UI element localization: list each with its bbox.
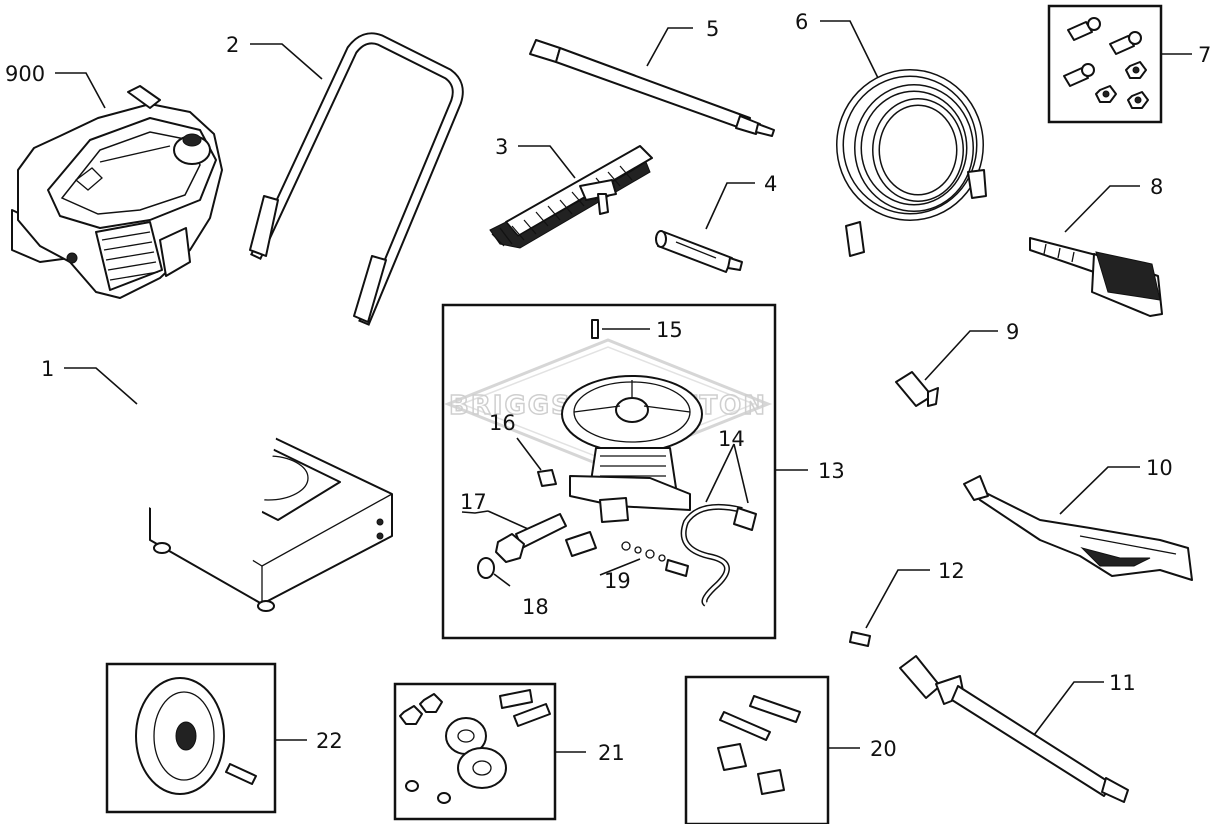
callout-3: 3 xyxy=(495,135,508,159)
callout-labels: 900 1 2 3 4 5 6 7 8 9 10 11 12 13 14 15 … xyxy=(5,10,1211,765)
nozzle-part-12 xyxy=(849,631,871,647)
callout-20: 20 xyxy=(870,737,897,761)
hose-part-14 xyxy=(680,503,757,607)
leader-lines xyxy=(55,20,1192,753)
callout-1: 1 xyxy=(41,357,54,381)
callout-14: 14 xyxy=(718,427,745,451)
callout-13: 13 xyxy=(818,459,845,483)
fitting-part-16 xyxy=(537,469,557,487)
box-hardware-kit-20 xyxy=(684,675,830,824)
callout-22: 22 xyxy=(316,729,343,753)
handle-part-2 xyxy=(249,32,464,326)
callout-2: 2 xyxy=(226,33,239,57)
callout-9: 9 xyxy=(1006,320,1019,344)
hardware-part-21 xyxy=(399,689,551,804)
pump-assembly-part-13 xyxy=(561,375,703,523)
box-pump-assembly-13 xyxy=(441,303,777,640)
callout-7: 7 xyxy=(1198,43,1211,67)
callout-900: 900 xyxy=(5,62,45,86)
callout-18: 18 xyxy=(522,595,549,619)
wand-part-5 xyxy=(529,39,775,137)
callout-4: 4 xyxy=(764,172,777,196)
callout-5: 5 xyxy=(706,17,719,41)
unloader-part-17 xyxy=(495,513,567,563)
callout-12: 12 xyxy=(938,559,965,583)
hardware-part-7 xyxy=(1063,17,1149,109)
callout-6: 6 xyxy=(795,10,808,34)
callout-17: 17 xyxy=(460,490,487,514)
box-wheel-kit-22 xyxy=(105,662,277,814)
engine-part-900 xyxy=(11,85,223,299)
scrub-brush-part-8 xyxy=(1029,237,1163,317)
callout-19: 19 xyxy=(604,569,631,593)
brush-part-3 xyxy=(489,145,653,249)
wheel-part-22 xyxy=(135,677,257,795)
frame-part-1 xyxy=(115,299,393,612)
callout-11: 11 xyxy=(1109,671,1136,695)
valve-parts-19 xyxy=(565,531,689,577)
callout-8: 8 xyxy=(1150,175,1163,199)
hose-part-6 xyxy=(836,69,987,257)
callout-16: 16 xyxy=(489,411,516,435)
adapter-part-4 xyxy=(655,230,743,273)
callout-21: 21 xyxy=(598,741,625,765)
coupler-part-9 xyxy=(895,371,939,407)
oring-part-15 xyxy=(591,319,599,339)
callout-10: 10 xyxy=(1146,456,1173,480)
spray-gun-part-10 xyxy=(963,475,1193,581)
callout-15: 15 xyxy=(656,318,683,342)
hardware-part-20 xyxy=(717,695,801,795)
cap-part-18 xyxy=(477,557,495,579)
lance-part-11 xyxy=(899,655,1129,803)
box-hardware-kit-7 xyxy=(1047,4,1163,124)
